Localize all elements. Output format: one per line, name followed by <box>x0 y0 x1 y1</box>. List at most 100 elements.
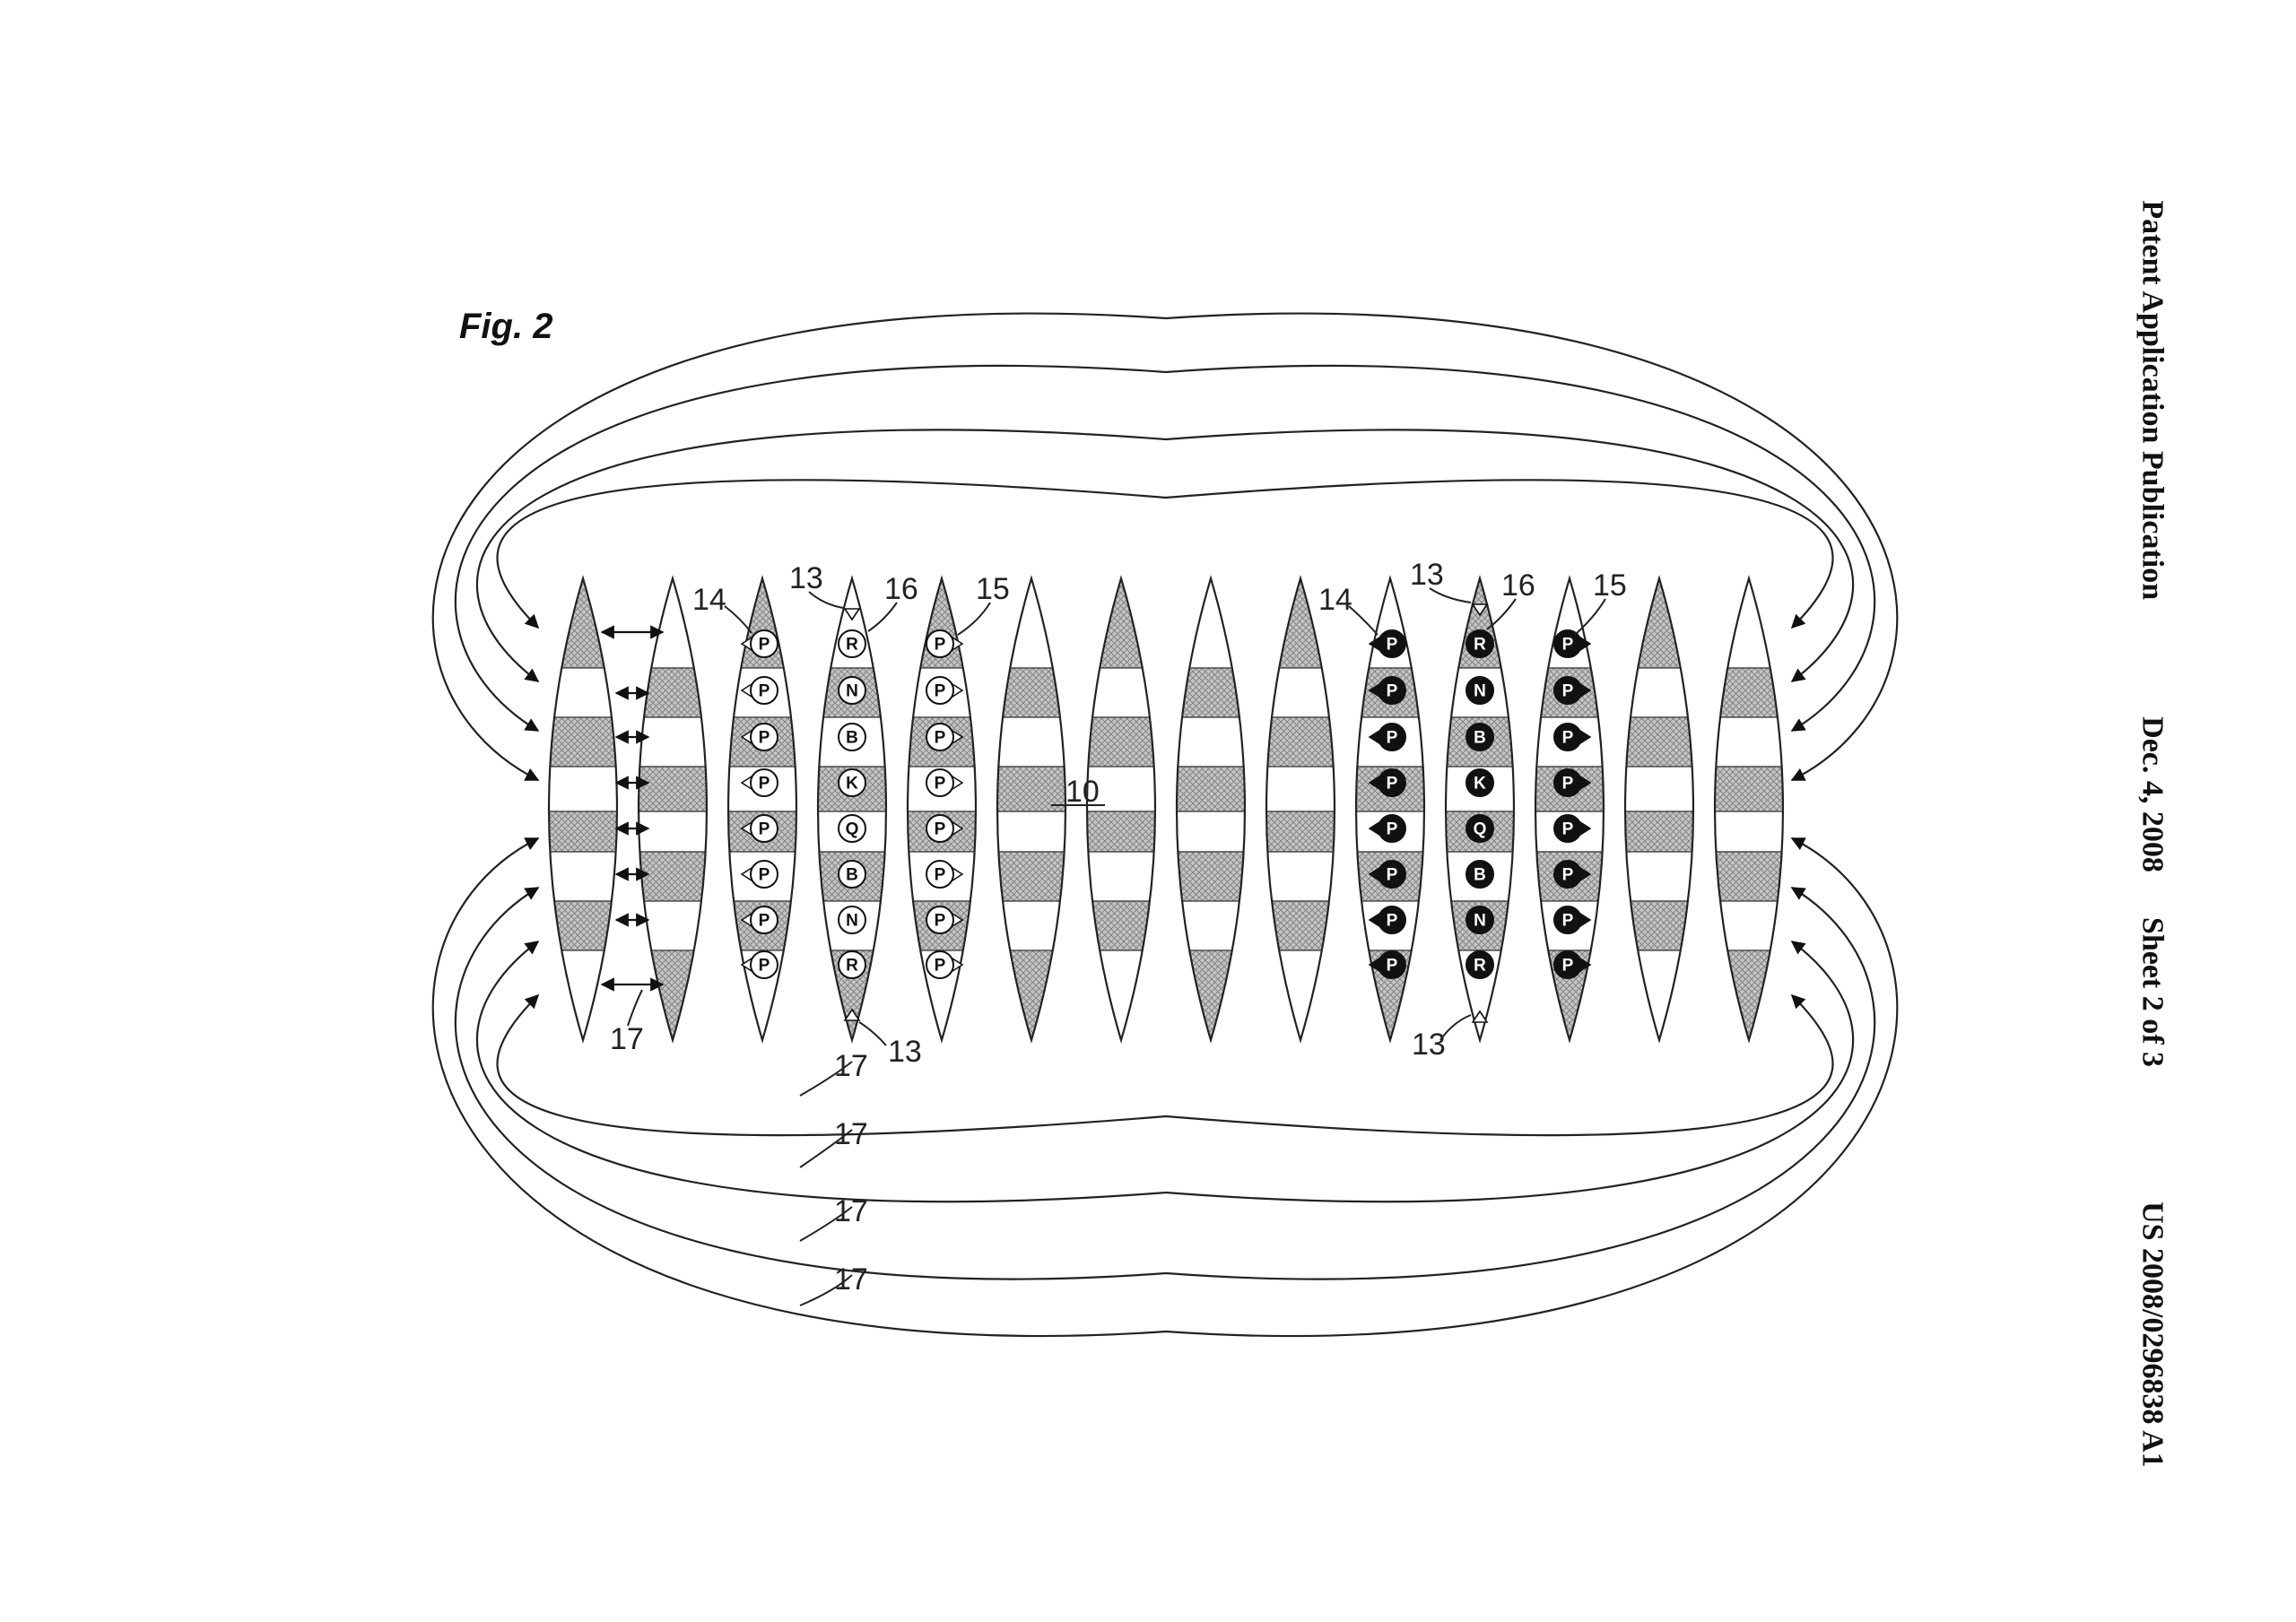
white-pawn-piece: P <box>926 814 964 843</box>
svg-text:P: P <box>1562 729 1574 748</box>
label-15-left: 15 <box>976 572 1010 606</box>
svg-text:P: P <box>1387 636 1398 655</box>
svg-text:P: P <box>759 636 770 655</box>
wrap-around-arc <box>431 837 1899 1338</box>
black-pawn-piece: P <box>1553 629 1592 658</box>
white-pawn-piece: P <box>740 723 778 751</box>
svg-text:P: P <box>1387 682 1398 701</box>
svg-text:P: P <box>935 820 946 839</box>
svg-text:P: P <box>759 729 770 748</box>
svg-text:P: P <box>935 729 946 748</box>
black-pawn-piece: P <box>1553 676 1592 705</box>
black-royal-piece: K <box>1465 768 1494 797</box>
svg-text:N: N <box>1474 682 1486 701</box>
svg-text:R: R <box>846 957 858 976</box>
svg-text:P: P <box>759 682 770 701</box>
svg-text:R: R <box>1474 636 1486 655</box>
wrap-around-arcs <box>431 312 1899 1338</box>
leader-line <box>799 1061 853 1097</box>
svg-text:B: B <box>1474 866 1486 885</box>
black-pawn-piece: P <box>1553 950 1592 979</box>
svg-text:P: P <box>935 775 946 794</box>
svg-text:B: B <box>1474 729 1486 748</box>
white-royal-piece: Q <box>838 814 866 843</box>
leader-line <box>1574 598 1606 636</box>
leader-line <box>1486 598 1517 630</box>
white-pawn-piece: P <box>926 906 964 934</box>
svg-text:P: P <box>1562 912 1574 931</box>
board-column <box>639 578 707 1040</box>
adjacency-arrows <box>600 625 665 992</box>
label-13-right-top: 13 <box>1410 558 1444 592</box>
label-17-e: 17 <box>834 1262 868 1297</box>
white-royal-piece: N <box>838 906 866 934</box>
board-column <box>1177 578 1245 1040</box>
wrap-around-arc <box>496 993 1834 1137</box>
svg-text:P: P <box>759 957 770 976</box>
white-pawn-piece: P <box>740 676 778 705</box>
white-pawn-piece: P <box>740 814 778 843</box>
white-pawn-piece: P <box>740 950 778 979</box>
leader-line <box>627 989 643 1027</box>
black-pawn-piece: P <box>1368 906 1406 934</box>
label-15-right: 15 <box>1593 568 1627 603</box>
white-pawn-piece: P <box>740 860 778 889</box>
svg-text:P: P <box>1562 957 1574 976</box>
svg-text:N: N <box>846 912 858 931</box>
board-column <box>1715 578 1783 1040</box>
black-pawn-piece: P <box>1368 629 1406 658</box>
label-17-c: 17 <box>834 1117 868 1151</box>
svg-text:K: K <box>1474 775 1486 794</box>
label-17-d: 17 <box>834 1194 868 1228</box>
label-17-a: 17 <box>610 1022 644 1056</box>
svg-text:P: P <box>935 957 946 976</box>
white-royal-piece: B <box>838 860 866 889</box>
leader-line <box>957 602 991 636</box>
svg-text:P: P <box>1387 912 1398 931</box>
label-13-left-top: 13 <box>789 561 823 595</box>
svg-text:Q: Q <box>846 820 859 839</box>
svg-text:N: N <box>1474 912 1486 931</box>
wrap-around-arc <box>454 364 1876 732</box>
svg-text:R: R <box>1474 957 1486 976</box>
label-16-left: 16 <box>884 572 918 606</box>
label-14-left: 14 <box>692 583 726 617</box>
svg-text:P: P <box>1562 866 1574 885</box>
black-pawn-piece: P <box>1553 723 1592 751</box>
white-pawn-piece: P <box>740 906 778 934</box>
white-pawn-piece: P <box>926 950 964 979</box>
wrap-around-arc <box>431 312 1899 781</box>
label-14-right: 14 <box>1318 583 1352 617</box>
black-royal-piece: R <box>1465 629 1494 658</box>
label-13-left-bottom: 13 <box>888 1035 922 1069</box>
board-column <box>1266 578 1335 1040</box>
leader-line <box>1348 605 1378 636</box>
black-pawn-piece: P <box>1368 860 1406 889</box>
svg-text:Q: Q <box>1474 820 1487 839</box>
label-16-right: 16 <box>1501 568 1535 603</box>
svg-text:P: P <box>1387 729 1398 748</box>
black-pawn-piece: P <box>1553 814 1592 843</box>
board-column <box>997 578 1065 1040</box>
black-royal-piece: R <box>1465 950 1494 979</box>
board-column <box>1625 578 1693 1040</box>
label-13-right-bottom: 13 <box>1412 1028 1446 1062</box>
wrap-around-arc <box>475 429 1855 682</box>
white-pawn-piece: P <box>740 768 778 797</box>
black-pawn-piece: P <box>1553 768 1592 797</box>
svg-text:P: P <box>935 866 946 885</box>
svg-text:P: P <box>1387 866 1398 885</box>
label-board-10: 10 <box>1065 775 1100 809</box>
wrap-around-arc <box>475 941 1855 1203</box>
figure-title: Fig. 2 <box>459 307 553 346</box>
reference-leaders <box>627 587 1606 1306</box>
black-pawn-piece: P <box>1368 814 1406 843</box>
svg-text:K: K <box>846 775 858 794</box>
leader-line <box>1439 1014 1472 1041</box>
svg-text:P: P <box>759 866 770 885</box>
black-royal-piece: Q <box>1465 814 1494 843</box>
svg-text:P: P <box>1562 820 1574 839</box>
svg-text:B: B <box>846 729 858 748</box>
column-end-marker <box>843 608 861 621</box>
white-royal-piece: N <box>838 676 866 705</box>
